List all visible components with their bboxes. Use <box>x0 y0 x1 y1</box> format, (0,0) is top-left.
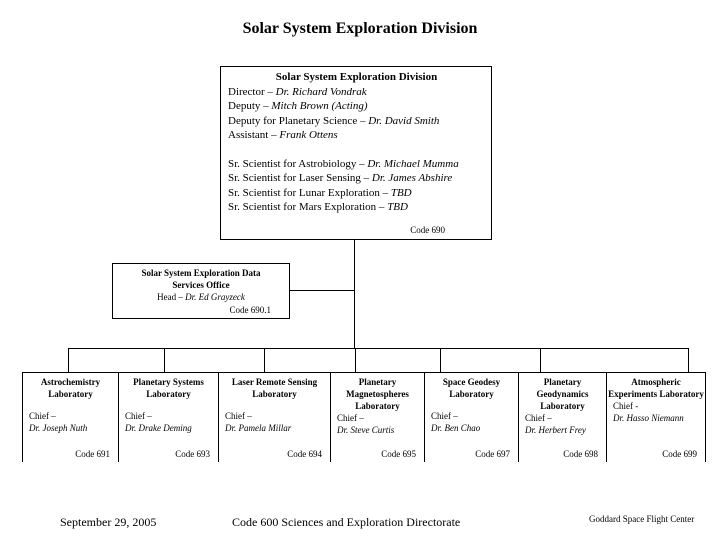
lab-chief-label: Chief – <box>225 411 252 421</box>
data-services-code: Code 690.1 <box>229 305 272 315</box>
lab-box-planetary-geodynamics: Planetary Geodynamics Laboratory Chief –… <box>518 372 606 462</box>
lab-name: Astrochemistry Laboratory <box>40 377 101 399</box>
lab-chief-name: Dr. Hasso Niemann <box>613 413 684 423</box>
lab-chief-name: Dr. Steve Curtis <box>337 425 395 435</box>
connector-lab-drop <box>540 348 541 372</box>
connector-lab-drop <box>264 348 265 372</box>
lab-name: Planetary Systems Laboratory <box>133 377 204 399</box>
lab-name: Planetary Geodynamics Laboratory <box>536 377 589 411</box>
lab-box-atmospheric-experiments: Atmospheric Experiments Laboratory Chief… <box>606 372 706 462</box>
connector-lab-drop <box>164 348 165 372</box>
connector-lab-drop <box>68 348 69 372</box>
lab-box-planetary-magnetospheres: Planetary Magnetospheres Laboratory Chie… <box>330 372 424 462</box>
scientist-line: Sr. Scientist for Laser Sensing – Dr. Ja… <box>228 172 453 184</box>
division-line: Deputy for Planetary Science – Dr. David… <box>228 114 440 127</box>
connector-lab-drop <box>355 348 356 372</box>
lab-chief-label: Chief - <box>613 401 639 411</box>
lab-code: Code 699 <box>662 449 697 459</box>
lab-chief-label: Chief – <box>337 413 364 423</box>
lab-code: Code 698 <box>563 449 598 459</box>
connector-lab-drop <box>440 348 441 372</box>
scientist-line: Sr. Scientist for Mars Exploration – TBD <box>228 201 408 213</box>
scientist-line: Sr. Scientist for Lunar Exploration – TB… <box>228 186 412 199</box>
lab-code: Code 691 <box>75 449 110 459</box>
lab-box-planetary-systems: Planetary Systems Laboratory Chief – Dr.… <box>118 372 218 462</box>
lab-box-space-geodesy: Space Geodesy Laboratory Chief – Dr. Ben… <box>424 372 518 462</box>
lab-chief-label: Chief – <box>431 411 458 421</box>
footer-center: Goddard Space Flight Center <box>589 514 695 524</box>
scientist-line: Sr. Scientist for Astrobiology – Dr. Mic… <box>228 157 459 170</box>
division-name: Solar System Exploration Division <box>275 71 438 83</box>
lab-name: Planetary Magnetospheres Laboratory <box>346 377 409 411</box>
data-services-head: Head – Dr. Ed Grayzeck <box>157 292 245 302</box>
lab-code: Code 694 <box>287 449 322 459</box>
connector-horizontal-bar <box>68 348 688 349</box>
data-services-name: Solar System Exploration Data Services O… <box>141 268 261 290</box>
lab-box-laser-remote-sensing: Laser Remote Sensing Laboratory Chief – … <box>218 372 330 462</box>
lab-chief-label: Chief – <box>29 411 56 421</box>
lab-code: Code 693 <box>175 449 210 459</box>
division-code: Code 690 <box>410 224 445 235</box>
division-line: Deputy – Mitch Brown (Acting) <box>228 100 368 112</box>
connector-main-vertical <box>354 240 355 348</box>
lab-chief-label: Chief – <box>525 413 552 423</box>
page-title: Solar System Exploration Division <box>242 20 478 37</box>
connector-data-services <box>290 290 354 291</box>
footer-directorate: Code 600 Sciences and Exploration Direct… <box>232 515 461 529</box>
division-line: Assistant – Frank Ottens <box>228 129 338 141</box>
footer-date: September 29, 2005 <box>60 515 157 529</box>
data-services-box: Solar System Exploration Data Services O… <box>112 263 290 319</box>
lab-name: Space Geodesy Laboratory <box>442 377 501 399</box>
lab-chief-name: Dr. Herbert Frey <box>525 425 586 435</box>
division-box: Solar System Exploration Division Direct… <box>220 66 492 240</box>
lab-chief-name: Dr. Ben Chao <box>431 423 481 433</box>
lab-name: Laser Remote Sensing Laboratory <box>231 377 318 399</box>
lab-code: Code 695 <box>381 449 416 459</box>
lab-code: Code 697 <box>475 449 510 459</box>
lab-chief-name: Dr. Pamela Millar <box>225 423 292 433</box>
lab-chief-label: Chief – <box>125 411 152 421</box>
lab-name: Atmospheric Experiments Laboratory <box>608 377 704 399</box>
lab-chief-name: Dr. Joseph Nuth <box>29 423 88 433</box>
connector-lab-drop <box>688 348 689 372</box>
division-line: Director – Dr. Richard Vondrak <box>228 85 367 98</box>
lab-chief-name: Dr. Drake Deming <box>125 423 192 433</box>
lab-box-astrochemistry: Astrochemistry Laboratory Chief – Dr. Jo… <box>22 372 118 462</box>
